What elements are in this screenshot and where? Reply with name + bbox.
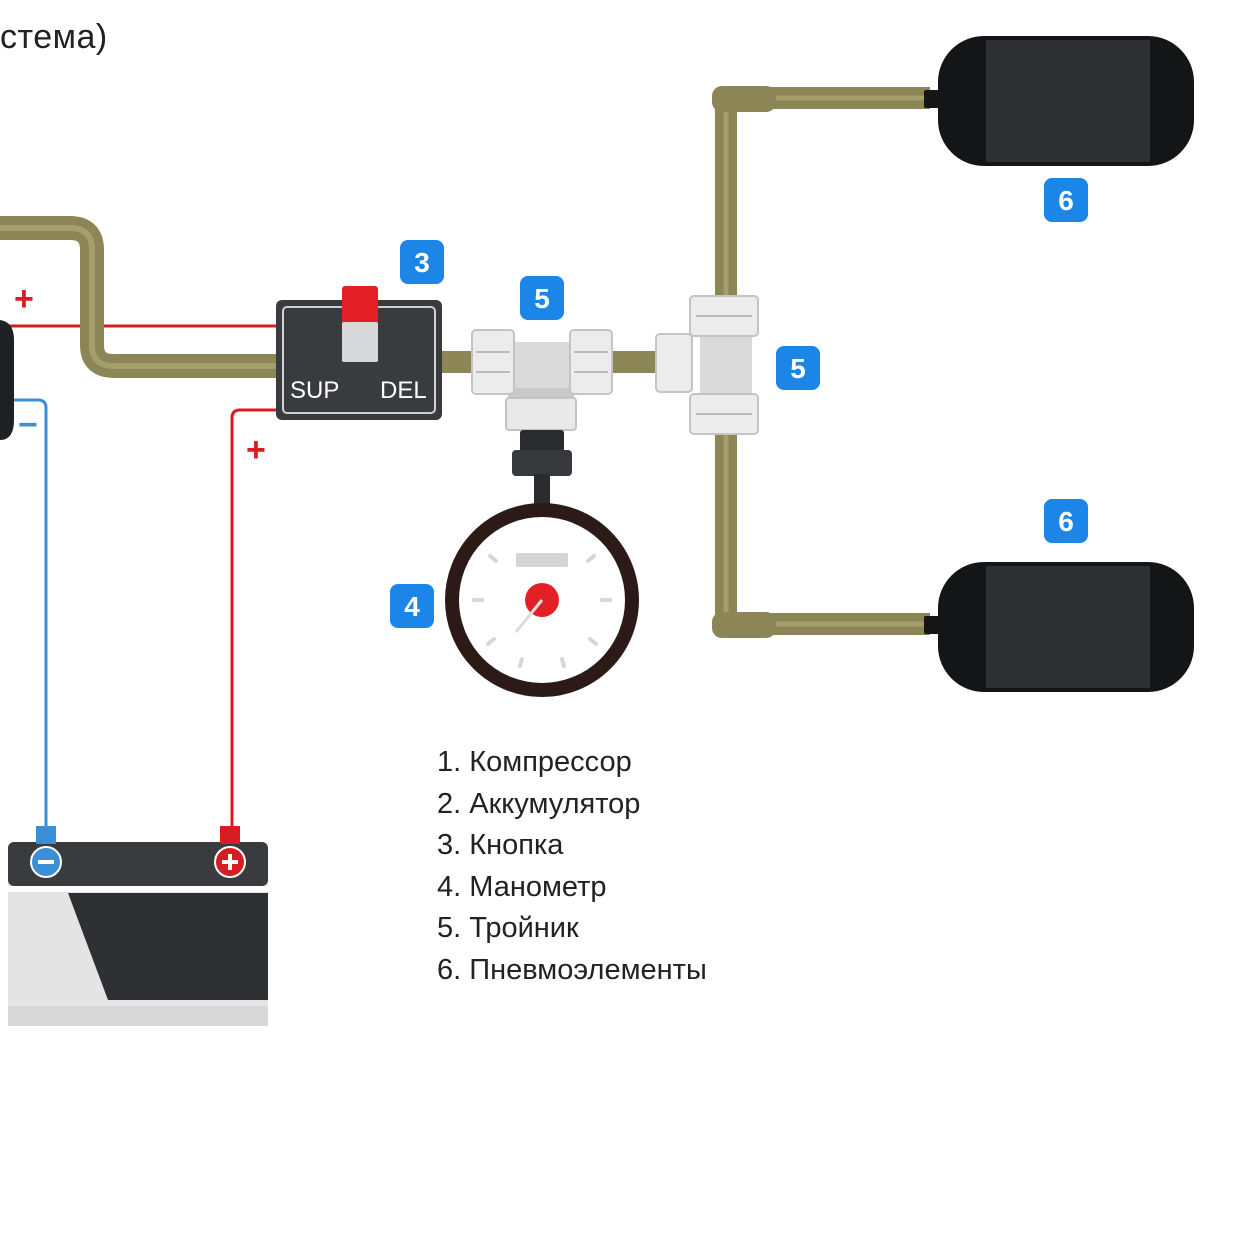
hose-to-top-bag xyxy=(715,87,930,300)
badge-tee-vertical-label: 5 xyxy=(790,353,806,384)
badge-air-bag-top-label: 6 xyxy=(1058,185,1074,216)
red-wire-battery xyxy=(230,408,280,828)
legend: 1. Компрессор 2. Аккумулятор 3. Кнопка 4… xyxy=(437,742,707,992)
pressure-gauge-icon xyxy=(445,430,639,697)
badge-tee-horizontal: 5 xyxy=(520,276,564,320)
switch-sup-label: SUP xyxy=(290,377,339,404)
air-bag-icon xyxy=(924,36,1194,166)
blue-wire-battery xyxy=(0,398,48,828)
minus-marker: − xyxy=(18,406,38,444)
plus-marker-top: + xyxy=(14,280,34,318)
plus-marker-switch: + xyxy=(246,431,266,469)
wiring xyxy=(0,324,280,828)
badge-switch-label: 3 xyxy=(414,247,430,278)
badge-air-bag-top: 6 xyxy=(1044,178,1088,222)
badge-gauge-label: 4 xyxy=(404,591,420,622)
legend-item: 5. Тройник xyxy=(437,912,579,945)
elbow-bottom xyxy=(712,612,776,638)
air-bag-bottom xyxy=(924,562,1194,692)
badge-switch: 3 xyxy=(400,240,444,284)
badge-air-bag-bottom: 6 xyxy=(1044,499,1088,543)
tee-fitting-icon xyxy=(471,329,613,431)
diagram-title: стема) xyxy=(0,18,108,56)
legend-item: 3. Кнопка xyxy=(437,829,564,862)
switch-del-label: DEL xyxy=(380,377,427,404)
legend-item: 6. Пневмоэлементы xyxy=(437,953,707,986)
legend-item: 2. Аккумулятор xyxy=(437,787,641,820)
push-button-icon: SUP DEL xyxy=(276,286,442,420)
tee-fitting-vertical xyxy=(655,295,759,435)
badge-gauge: 4 xyxy=(390,584,434,628)
badge-tee-vertical: 5 xyxy=(776,346,820,390)
elbow-top xyxy=(712,86,776,112)
hose-compressor-to-switch xyxy=(0,216,280,378)
legend-item: 4. Манометр xyxy=(437,870,607,903)
badge-tee-horizontal-label: 5 xyxy=(534,283,550,314)
battery-icon xyxy=(8,826,268,1026)
legend-item: 1. Компрессор xyxy=(437,746,632,778)
compressor xyxy=(0,320,14,440)
hose-to-bottom-bag xyxy=(715,430,930,635)
badge-air-bag-bottom-label: 6 xyxy=(1058,506,1074,537)
